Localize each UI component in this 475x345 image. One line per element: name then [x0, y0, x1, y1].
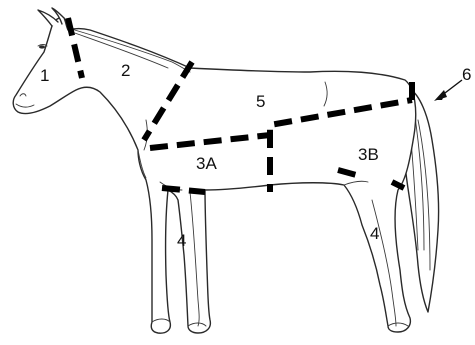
horse-body-outline [13, 17, 416, 333]
region-label-shoulder-chest: 3A [196, 154, 217, 173]
region-label-front-leg: 4 [177, 231, 186, 250]
region-label-back-barrel: 5 [256, 92, 265, 111]
tail-pointer-arrow [434, 80, 462, 101]
region-label-hindquarters: 3B [358, 145, 379, 164]
region-label-tail: 6 [462, 65, 471, 84]
region-label-head: 1 [40, 66, 49, 85]
region-label-hind-leg: 4 [370, 224, 379, 243]
region-label-neck: 2 [121, 61, 130, 80]
